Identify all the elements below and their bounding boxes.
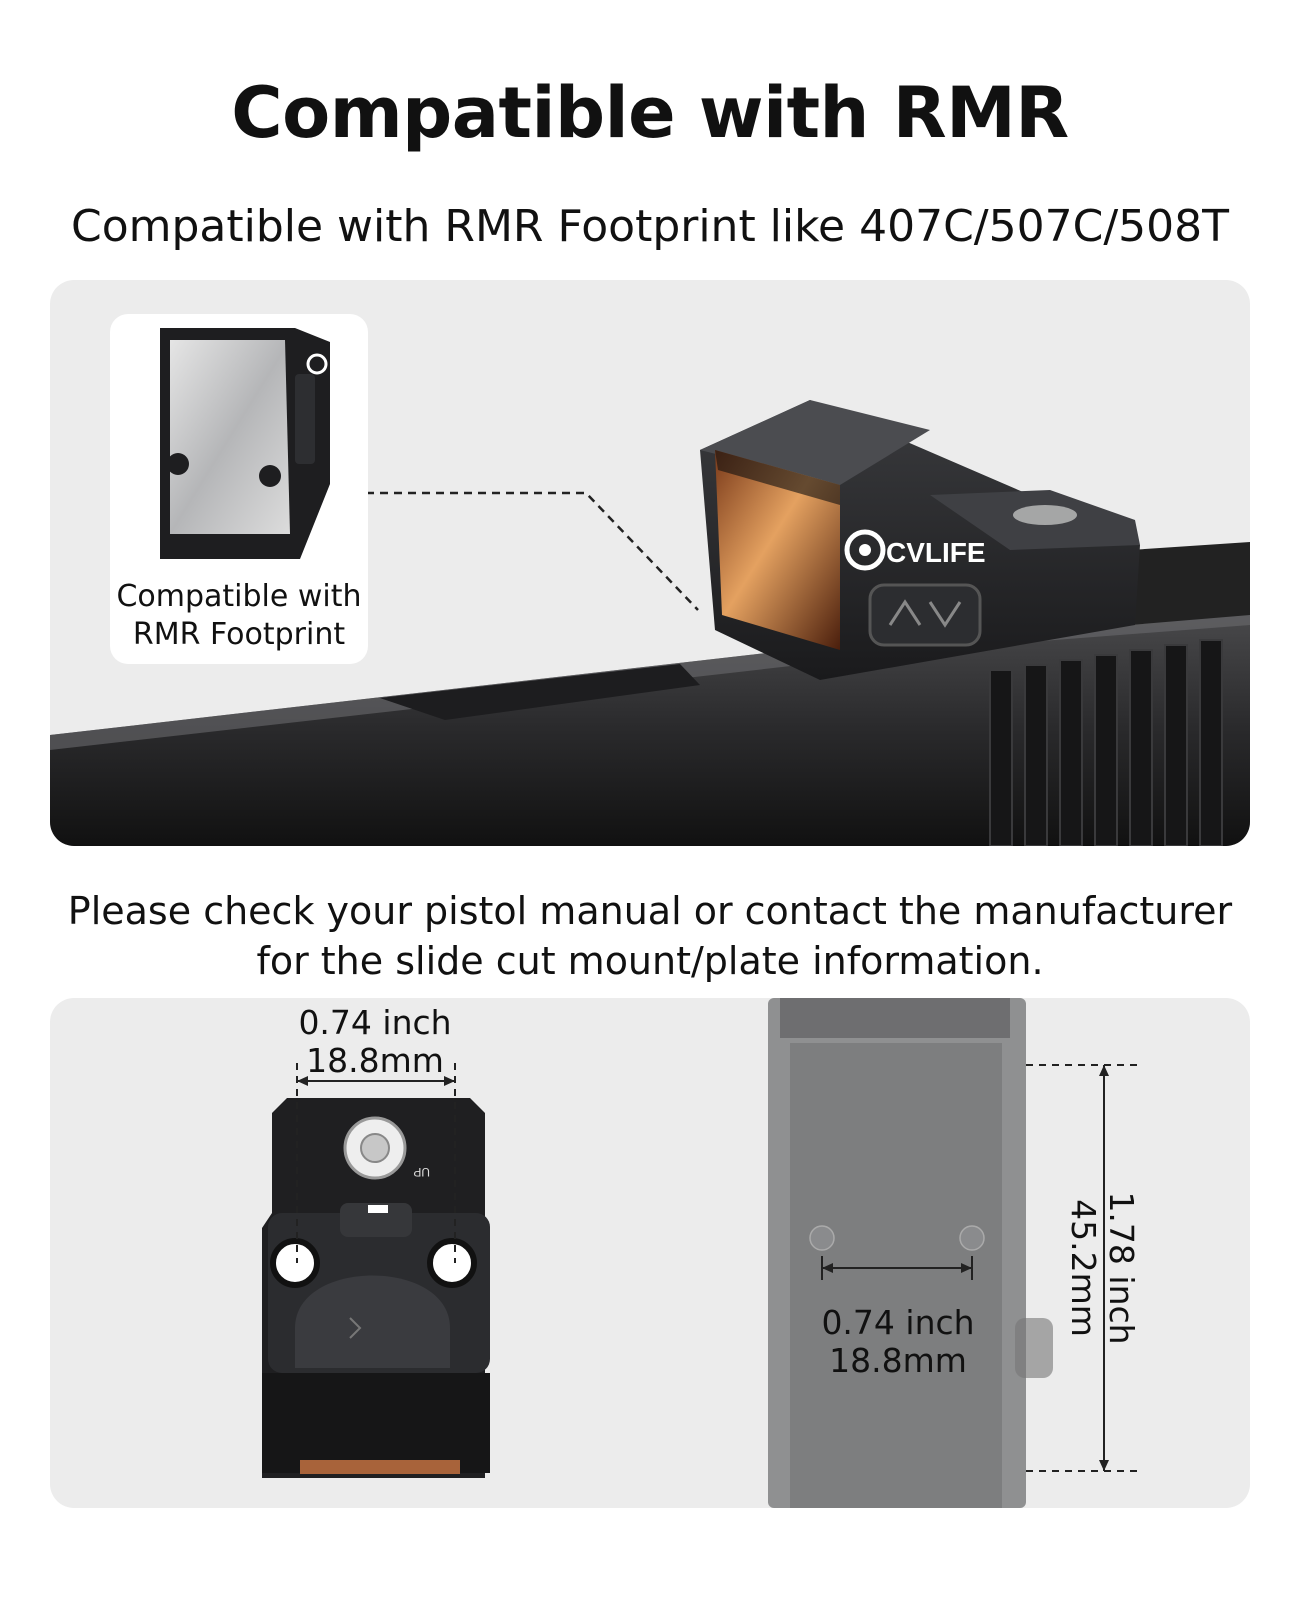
sight-bottom-view xyxy=(160,328,330,559)
inset-caption-line1: Compatible with xyxy=(116,579,362,614)
callout-connector xyxy=(366,491,699,611)
slide-length-label: 1.78 inch 45.2mm xyxy=(1060,1088,1141,1448)
adjustment-dial xyxy=(1013,505,1077,525)
sight-width-mm: 18.8mm xyxy=(306,1041,444,1080)
mounted-sight-illustration: CVLIFE xyxy=(50,400,1250,846)
up-arrow-icon xyxy=(888,599,922,626)
slide-width-inch: 0.74 inch xyxy=(821,1303,975,1342)
inset-caption-line2: RMR Footprint xyxy=(132,617,346,652)
page-subtitle: Compatible with RMR Footprint like 407C/… xyxy=(70,201,1230,252)
sight-width-inch: 0.74 inch xyxy=(298,1003,452,1042)
up-label: UP xyxy=(413,1165,430,1179)
sight-width-label: 0.74 inch 18.8mm xyxy=(275,1004,475,1080)
brightness-buttons xyxy=(868,583,982,647)
slide-length-mm: 45.2mm xyxy=(1064,1199,1103,1337)
dimension-panel: UP 0.74 inch 18.8mm 0.74 inch 18.8mm xyxy=(50,998,1250,1508)
mount-hole-left xyxy=(270,1238,320,1288)
slide-cut-area xyxy=(790,1043,1002,1508)
footprint-plate xyxy=(170,340,290,534)
mount-hole-right xyxy=(427,1238,477,1288)
page-title: Compatible with RMR xyxy=(231,72,1069,154)
slide-width-label: 0.74 inch 18.8mm xyxy=(798,1304,998,1380)
pistol-slide xyxy=(50,610,1250,846)
brand-logo-icon xyxy=(306,353,328,375)
brand-logo-text: CVLIFE xyxy=(886,537,986,568)
dimension-illustration: UP xyxy=(262,998,1140,1508)
footprint-inset-card: Compatible with RMR Footprint xyxy=(110,314,368,664)
inset-caption: Compatible with RMR Footprint xyxy=(110,578,368,654)
slide-length-inch: 1.78 inch xyxy=(1102,1191,1141,1345)
note-line2: for the slide cut mount/plate informatio… xyxy=(256,939,1044,983)
sight-lens xyxy=(715,450,840,650)
slide-width-mm: 18.8mm xyxy=(829,1341,967,1380)
down-arrow-icon xyxy=(928,601,962,628)
product-mounted-panel: CVLIFE Compatible with RMR Fo xyxy=(50,280,1250,846)
note-line1: Please check your pistol manual or conta… xyxy=(67,889,1233,933)
slide-top-rib xyxy=(380,664,700,720)
brand-logo-icon xyxy=(844,529,886,571)
compatibility-note: Please check your pistol manual or conta… xyxy=(0,886,1300,986)
